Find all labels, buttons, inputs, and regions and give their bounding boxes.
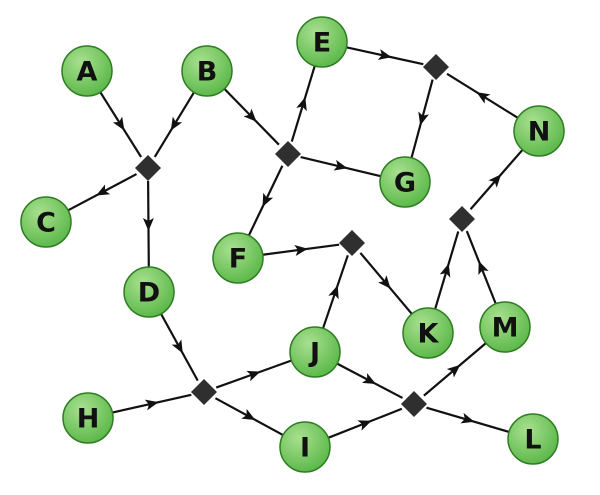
node-M: M [479,301,531,353]
edge-j3-G [410,79,434,159]
edge-j6-I [214,397,284,437]
arrowhead [112,116,125,131]
arrowhead [241,408,256,420]
edge-K-j5 [434,231,460,310]
node-label: N [528,117,551,148]
edges-layer [67,46,524,439]
node-G: G [379,156,431,208]
node-label: M [492,313,519,344]
edge-B-j1 [153,91,195,158]
junction-j3 [423,54,449,80]
arrowhead [439,263,451,278]
edge-j2-F [247,165,284,236]
junction-j7 [401,391,427,417]
junction-j2 [275,141,301,167]
node-C: C [20,196,72,248]
arrowhead [478,260,489,276]
node-label: F [229,244,247,275]
edge-j2-E [290,65,316,142]
arrowhead [243,108,257,122]
edge-J-j4 [321,254,349,329]
junction-j6 [191,379,217,405]
node-F: F [212,232,264,284]
node-J: J [289,326,341,378]
node-D: D [123,266,175,318]
arrowhead [142,217,154,231]
node-E: E [296,16,348,68]
arrowhead [144,399,159,411]
node-label: B [197,57,218,88]
junctions-layer [135,54,475,417]
arrowhead [361,373,377,385]
arrowhead [476,92,491,104]
junction-j4 [339,230,365,256]
arrowhead [357,420,372,431]
edge-F-j4 [262,243,340,256]
edge-j5-N [469,149,524,210]
node-label: D [138,278,160,309]
node-label: E [313,28,331,59]
node-label: L [524,425,541,456]
arrowhead [328,285,339,300]
arrowhead [96,184,111,196]
node-label: I [300,433,310,464]
edge-j1-D [142,180,154,268]
node-label: C [36,208,56,239]
edge-E-j3 [346,46,424,66]
edge-j4-K [359,252,413,315]
arrowhead [170,116,183,131]
node-I: I [279,421,331,473]
edge-I-j7 [327,407,403,439]
edge-j7-M [423,342,487,397]
arrowhead [418,111,429,126]
node-label: G [394,168,416,199]
arrowhead [294,245,308,256]
arrowhead [333,159,348,171]
edge-D-j6 [160,313,199,382]
node-H: H [62,392,114,444]
node-label: K [418,319,440,350]
edge-N-j3 [446,72,519,119]
junction-j1 [135,155,161,181]
edge-j2-G [300,155,381,178]
edge-B-j2 [223,88,280,146]
arrowhead [262,192,274,207]
edge-j6-J [215,359,292,389]
node-B: B [181,45,233,97]
edge-j7-L [426,406,510,434]
edge-M-j5 [465,230,497,305]
arrowhead [296,97,307,112]
arrowhead [171,339,183,354]
arrowhead [488,174,502,188]
node-label: J [308,338,320,369]
edge-H-j6 [112,393,192,414]
edge-j1-C [67,173,138,212]
junction-j5 [449,206,475,232]
arrowhead [377,49,392,60]
arrowhead [446,364,461,378]
edge-A-j1 [99,91,143,158]
node-label: H [77,404,100,435]
edge-J-j7 [336,362,404,399]
arrowhead [246,370,261,382]
node-label: A [77,57,98,88]
node-L: L [507,413,559,465]
nodes-layer: A B C D E F G H I J K L M N [20,16,565,473]
node-K: K [402,307,454,359]
node-N: N [513,105,565,157]
arrowhead [378,275,391,289]
arrowhead [460,412,475,424]
node-A: A [61,45,113,97]
